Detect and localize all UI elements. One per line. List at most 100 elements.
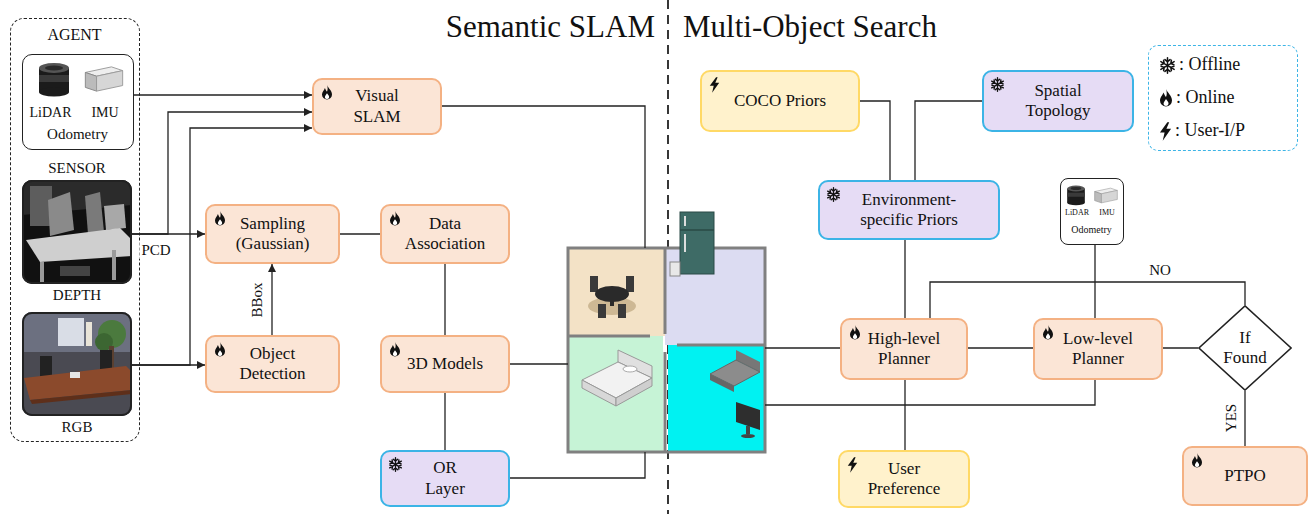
lidar-icon [1066,184,1086,206]
flame-icon-use [390,211,400,226]
imu-icon [1093,187,1119,204]
node-label: 3D Models [407,354,483,374]
process-box: Object Detection [205,335,340,393]
rgb-window [58,318,84,346]
node-label: COCO Priors [734,91,826,111]
flame-icon-use [850,325,860,340]
edge-label: NO [1147,261,1173,279]
fridge-door-line [680,229,714,231]
map-chair [590,276,598,292]
flame-icon [1042,325,1054,340]
legend-row: : User-I/P [1159,118,1245,144]
edge-label: PCD [139,241,172,259]
depth-table-leg [40,262,44,284]
legend-label: : User-I/P [1175,120,1245,142]
depth-object [104,204,126,230]
rgb-table-edge [30,390,132,404]
flame-icon [849,325,861,340]
process-box: Data Association [380,204,510,264]
rgb-cup [70,372,80,378]
lidar-icon [37,61,71,97]
node-label: OR Layer [415,458,475,499]
rgb-image [22,312,132,416]
offline-module-box: Environment- specific Priors [818,180,1000,240]
legend-symbol-use [1160,89,1172,107]
connector [1244,391,1245,446]
node-label: Data Association [395,214,495,255]
node-label: If Found [1220,328,1270,369]
node-label: SENSOR [24,159,130,177]
process-box: Low-level Planner [1033,318,1163,380]
process-box: High-level Planner [840,318,968,380]
node-label: Environment- specific Priors [844,190,974,231]
depth-floor-patch [60,266,90,276]
node-label: LiDAR [23,105,78,122]
map-room [665,248,765,345]
connector [930,282,1245,318]
map-wire [510,363,568,364]
fridge-handle [684,216,686,226]
flame-icon [214,211,226,226]
sensor-box: LiDARIMUOdometry [22,54,134,150]
connector [904,240,905,318]
node-label: Odometry [23,125,132,143]
legend-symbol-use [1160,57,1176,72]
node-label: AGENT [11,25,138,44]
flame-icon-use [215,211,225,226]
node-label: PTPO [1224,466,1266,486]
sofa-front [710,374,734,392]
rgb-wall [22,312,132,352]
user-input-box: COCO Priors [700,70,860,132]
connector [444,264,445,335]
fridge-handle [684,234,686,252]
bin [670,262,680,276]
flame-icon-use [1192,453,1202,468]
snow-icon [826,187,841,202]
monitor-stand [746,426,750,434]
section-title: Semantic SLAM [446,8,655,45]
flame-icon-use [390,342,400,357]
rgb-chair [100,350,112,370]
connector [271,264,272,335]
diamond-shape [1199,306,1291,390]
map-wire [765,380,1095,405]
process-box: PTPO [1182,446,1308,506]
dining-table [595,286,629,302]
imu-icon-use [85,67,122,91]
legend-label: : Online [1176,87,1235,109]
bolt-icon [709,77,720,93]
rgb-lamp [86,322,92,346]
bolt-icon-use [710,77,719,93]
flame-icon-use [322,85,332,100]
lidar-icon-use [39,63,69,97]
legend-symbol [1159,57,1176,74]
connector [132,233,205,234]
connector [444,393,445,450]
map-wire [510,452,645,478]
flame-icon [1191,453,1203,468]
connector [915,101,982,180]
rgb-chair [40,356,52,378]
bed-side [582,380,616,406]
snow-icon-use [827,188,841,202]
legend-box: : Offline : Online : User-I/P [1148,45,1298,151]
legend-symbol-use [1160,122,1171,141]
user-input-box: User Preference [838,450,970,508]
node-label: RGB [24,418,130,436]
offline-module-box: OR Layer [380,450,510,507]
process-box: Sampling (Gaussian) [205,204,340,264]
edge-label: YES [1222,402,1240,434]
snow-icon [388,457,403,472]
node-label: Low-level Planner [1053,329,1143,370]
connector-group [132,95,1245,450]
sensor-image: RGB [22,312,132,416]
bolt-icon-use [848,457,857,473]
semantic-map [568,212,765,452]
connector [132,364,205,365]
legend-label: : Offline [1179,54,1240,76]
monitor [736,402,760,430]
depth-table [26,228,132,262]
imu-icon [83,65,125,93]
sensor-image: SENSORDEPTH [22,180,132,284]
depth-image [22,180,132,284]
